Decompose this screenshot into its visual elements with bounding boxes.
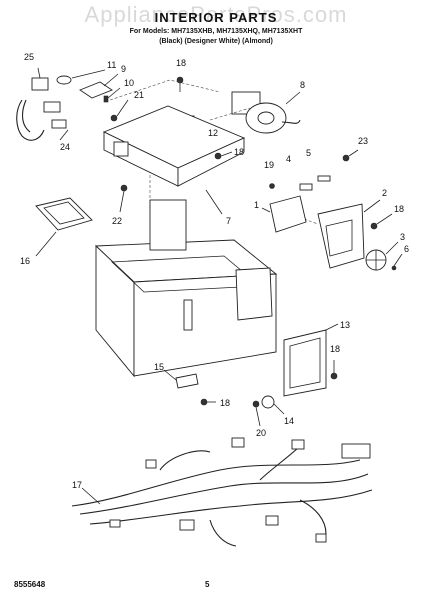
watermark: AppliancePartsPros.com bbox=[84, 2, 348, 27]
part-23-screw bbox=[342, 149, 359, 162]
part-18-screw-top bbox=[176, 76, 184, 92]
callout-20: 20 bbox=[256, 428, 266, 438]
part-18-screw-lower-right bbox=[330, 360, 338, 380]
callout-19: 19 bbox=[264, 160, 274, 170]
callout-3: 3 bbox=[400, 232, 405, 242]
diagram-title: INTERIOR PARTS bbox=[154, 10, 278, 25]
part-14-lamp bbox=[261, 395, 285, 415]
callout-18-top: 18 bbox=[176, 58, 186, 68]
part-19-screw bbox=[269, 183, 275, 189]
callout-13: 13 bbox=[340, 320, 350, 330]
models-line: For Models: MH7135XHB, MH7135XHQ, MH7135… bbox=[129, 28, 303, 35]
part-6 bbox=[391, 253, 403, 271]
callout-18-lower: 18 bbox=[330, 344, 340, 354]
part-25-connector bbox=[31, 67, 49, 91]
part-18-screw-mid bbox=[214, 151, 233, 160]
callout-2: 2 bbox=[382, 188, 387, 198]
part-17-wire-harness bbox=[71, 437, 373, 547]
doc-code: 8555648 bbox=[14, 580, 46, 589]
page-number: 5 bbox=[205, 580, 210, 589]
part-20-screw bbox=[252, 400, 261, 427]
callout-18-right: 18 bbox=[394, 204, 404, 214]
part-8-fan-motor bbox=[231, 91, 301, 134]
callout-21: 21 bbox=[134, 90, 144, 100]
callout-22: 22 bbox=[112, 216, 122, 226]
part-3-fan-blade bbox=[365, 241, 399, 271]
callout-25: 25 bbox=[24, 52, 34, 62]
part-9-bracket bbox=[79, 73, 119, 99]
callout-4: 4 bbox=[286, 154, 291, 164]
part-7-mounting-plate bbox=[102, 105, 246, 215]
callout-18-mid: 18 bbox=[234, 147, 244, 157]
part-5 bbox=[317, 175, 331, 182]
callout-8: 8 bbox=[300, 80, 305, 90]
callout-14: 14 bbox=[284, 416, 294, 426]
callout-24: 24 bbox=[60, 142, 70, 152]
part-13-grille bbox=[283, 323, 339, 397]
callout-9: 9 bbox=[121, 64, 126, 74]
callout-23: 23 bbox=[358, 136, 368, 146]
part-10 bbox=[103, 87, 121, 103]
callout-10: 10 bbox=[124, 78, 134, 88]
callout-1: 1 bbox=[254, 200, 259, 210]
colors-line: (Black) (Designer White) (Almond) bbox=[159, 38, 273, 45]
callout-7: 7 bbox=[226, 216, 231, 226]
oven-cavity bbox=[94, 199, 278, 378]
callout-15: 15 bbox=[154, 362, 164, 372]
part-2-housing bbox=[317, 199, 381, 269]
part-18-screw-bottom bbox=[200, 398, 216, 406]
part-16-filter bbox=[35, 197, 93, 257]
part-21-screw bbox=[110, 99, 129, 122]
part-4 bbox=[299, 183, 313, 191]
callout-18-bottom: 18 bbox=[220, 398, 230, 408]
callout-12: 12 bbox=[208, 128, 218, 138]
part-24-harness bbox=[16, 99, 69, 141]
part-18-screw-right bbox=[370, 213, 393, 230]
part-15 bbox=[163, 369, 199, 389]
part-1-switch-assembly bbox=[261, 195, 307, 233]
callout-6: 6 bbox=[404, 244, 409, 254]
callout-11: 11 bbox=[107, 60, 116, 70]
part-22-screw bbox=[119, 184, 128, 213]
callout-16: 16 bbox=[20, 256, 30, 266]
callout-17: 17 bbox=[72, 480, 82, 490]
callout-5: 5 bbox=[306, 148, 311, 158]
part-11 bbox=[56, 69, 106, 85]
